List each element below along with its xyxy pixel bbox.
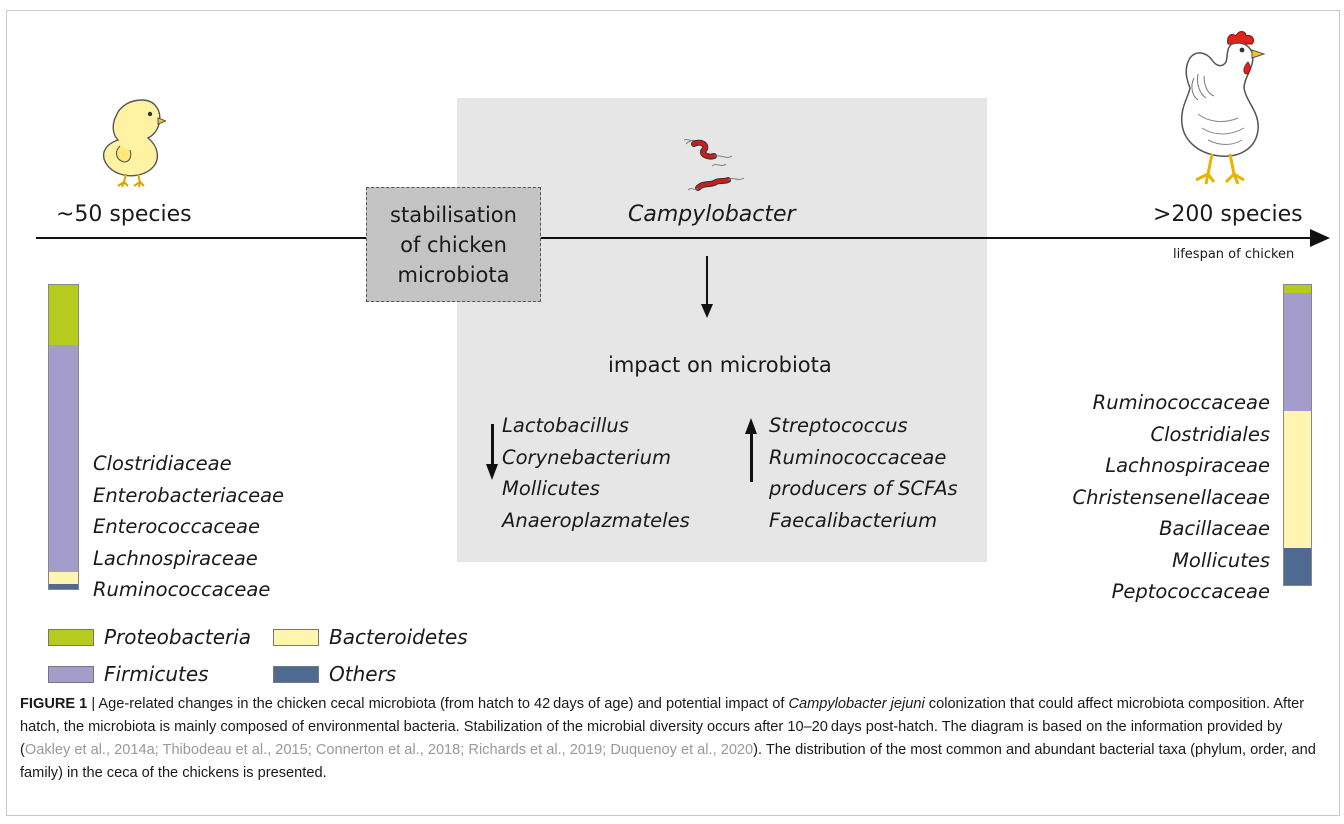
impact-arrow	[706, 256, 708, 306]
early-family: Enterobacteriaceae	[93, 483, 285, 507]
bar-segment-bacteroidetes	[1284, 411, 1311, 548]
figure-frame	[6, 10, 1340, 816]
increased-taxa-list: Streptococcus Ruminococcaceae producers …	[769, 410, 958, 536]
legend-label: Firmicutes	[104, 662, 209, 686]
legend-label: Others	[329, 662, 397, 686]
figure-caption: FIGURE 1 | Age-related changes in the ch…	[20, 693, 1332, 785]
bar-segment-proteobacteria	[1284, 285, 1311, 293]
legend-swatch	[273, 628, 319, 646]
caption-references: Oakley et al., 2014a; Thibodeau et al., …	[24, 742, 754, 758]
campylobacter-impact-panel	[457, 98, 987, 562]
caption-label: FIGURE 1	[20, 696, 88, 712]
decreased-taxon: Anaeroplazmateles	[502, 508, 690, 532]
early-family: Clostridiaceae	[93, 452, 232, 475]
increased-taxon: producers of SCFAs	[769, 477, 958, 500]
bar-segment-firmicutes	[1284, 292, 1311, 411]
late-family: Peptococcaceae	[1111, 580, 1270, 603]
bar-segment-others	[1284, 547, 1311, 585]
late-family: Bacillaceae	[1159, 517, 1270, 540]
late-family: Mollicutes	[1172, 548, 1270, 572]
caption-text: colonization that could affect microbiot…	[20, 696, 1305, 758]
legend-item-others: Others	[273, 662, 396, 686]
legend-swatch	[48, 628, 94, 646]
increased-taxon: Ruminococcaceae	[769, 445, 947, 469]
caption-text: Age-related changes in the chicken cecal…	[98, 696, 789, 712]
bar-segment-others	[49, 583, 78, 589]
campylobacter-bacteria-icon	[683, 139, 745, 191]
early-family: Enterococcaceae	[93, 515, 260, 538]
legend-item-bacteroidetes: Bacteroidetes	[273, 625, 468, 649]
early-composition-bar	[48, 284, 79, 590]
early-family: Ruminococcaceae	[93, 578, 271, 601]
decreased-taxon: Lactobacillus	[502, 414, 629, 437]
chick-icon	[102, 99, 166, 188]
hen-icon	[1180, 31, 1266, 185]
impact-arrowhead	[701, 304, 713, 318]
legend-label: Proteobacteria	[104, 625, 252, 649]
caption-text: ). The distribution of the most common a…	[20, 742, 1316, 781]
decrease-arrowhead	[486, 464, 498, 480]
timeline-label: lifespan of chicken	[1173, 247, 1295, 262]
late-family: Christensenellaceae	[1072, 485, 1270, 509]
end-species-label: >200 species	[1153, 202, 1303, 227]
timeline-arrowhead	[1310, 229, 1330, 247]
caption-separator: |	[87, 696, 99, 712]
start-species-label: ~50 species	[56, 202, 192, 227]
increase-arrow	[750, 432, 753, 482]
increased-taxon: Faecalibacterium	[769, 508, 938, 532]
late-composition-bar	[1283, 284, 1312, 586]
decrease-arrow	[491, 424, 494, 466]
late-family: Lachnospiraceae	[1105, 454, 1270, 477]
bar-segment-firmicutes	[49, 344, 78, 572]
late-family: Clostridiales	[1150, 422, 1270, 446]
early-family: Lachnospiraceae	[93, 546, 258, 570]
bar-segment-bacteroidetes	[49, 571, 78, 584]
legend-label: Bacteroidetes	[329, 625, 468, 649]
late-family: Ruminococcaceae	[1092, 391, 1270, 414]
late-families-list: Ruminococcaceae Clostridiales Lachnospir…	[1072, 387, 1270, 608]
pathogen-label: Campylobacter	[628, 202, 796, 227]
legend-item-proteobacteria: Proteobacteria	[48, 625, 251, 649]
impact-label: impact on microbiota	[608, 353, 832, 377]
decreased-taxa-list: Lactobacillus Corynebacterium Mollicutes…	[502, 410, 690, 536]
legend-swatch	[273, 665, 319, 683]
stabilisation-box: stabilisation of chicken microbiota	[366, 187, 541, 302]
timeline-arrow	[36, 237, 1312, 239]
decreased-taxon: Corynebacterium	[502, 445, 671, 469]
increased-taxon: Streptococcus	[769, 414, 908, 437]
caption-species: Campylobacter jejuni	[788, 696, 925, 712]
increase-arrowhead	[745, 418, 757, 434]
decreased-taxon: Mollicutes	[502, 477, 600, 500]
legend-item-firmicutes: Firmicutes	[48, 662, 209, 686]
legend-swatch	[48, 665, 94, 683]
bar-segment-proteobacteria	[49, 285, 78, 345]
early-families-list: Clostridiaceae Enterobacteriaceae Entero…	[93, 448, 284, 606]
